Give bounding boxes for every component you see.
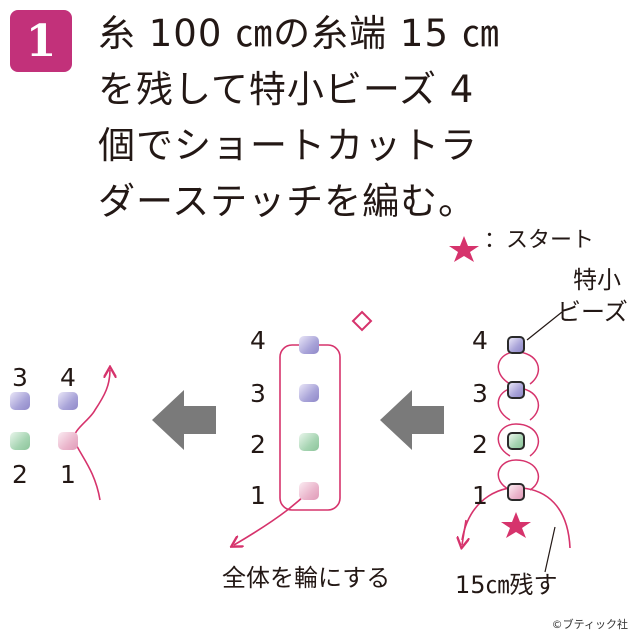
bead-number-2: 2 [472,430,488,459]
bead-green [299,433,319,451]
bead-purple [507,336,525,354]
leave-tail-label: 15㎝残す [455,571,558,599]
bead-number-4: 4 [472,326,488,355]
bead-purple [507,381,525,399]
bead-purple [58,392,78,410]
legend-start-label: ：スタート [484,228,595,253]
start-star-icon-diagram [501,512,531,538]
bead-purple [299,336,319,354]
copyright-text: ©ブティック社 [551,618,628,631]
bead-pink [507,483,525,501]
bead-number-1: 1 [60,460,76,489]
start-star-icon [449,236,479,262]
bead-number-2: 2 [250,430,266,459]
bead-green [507,432,525,450]
instruction-line-4: ダーステッチを編む。 [98,180,477,223]
right-ladder-thread [497,351,540,491]
left-thread-path [73,370,110,501]
gray-left-arrow-icon-right [380,390,444,450]
bead-number-4: 4 [250,326,266,355]
bead-type-label-line2: ビーズ [557,298,628,326]
diamond-marker-icon [351,310,373,332]
bead-number-1: 1 [472,481,488,510]
gray-left-arrow-icon-left [152,390,216,450]
instruction-text: 糸 100 ㎝の糸端 15 ㎝ を残して特小ビーズ 4 個でショートカットラ ダ… [98,6,500,230]
bead-purple [299,384,319,402]
instruction-line-3: 個でショートカットラ [98,124,478,167]
bead-type-leader-line [526,311,563,341]
step-number-badge: 1 [10,10,72,72]
bead-number-2: 2 [12,460,28,489]
middle-tail-thread [234,491,309,545]
tail-leader-line [544,526,556,573]
bead-type-label-line1: 特小 [573,266,621,294]
instruction-line-2: を残して特小ビーズ 4 [98,68,475,111]
bead-number-3: 3 [12,363,28,392]
bead-number-3: 3 [472,379,488,408]
bead-number-3: 3 [250,379,266,408]
bead-number-4: 4 [60,363,76,392]
bead-green [10,432,30,450]
bead-pink [58,432,78,450]
instruction-line-1: 糸 100 ㎝の糸端 15 ㎝ [98,12,500,55]
bead-purple [10,392,30,410]
bead-pink [299,482,319,500]
make-loop-label: 全体を輪にする [222,564,391,592]
step-number: 1 [25,15,57,67]
bead-number-1: 1 [250,481,266,510]
right-thread-tail-arrow [462,519,466,545]
